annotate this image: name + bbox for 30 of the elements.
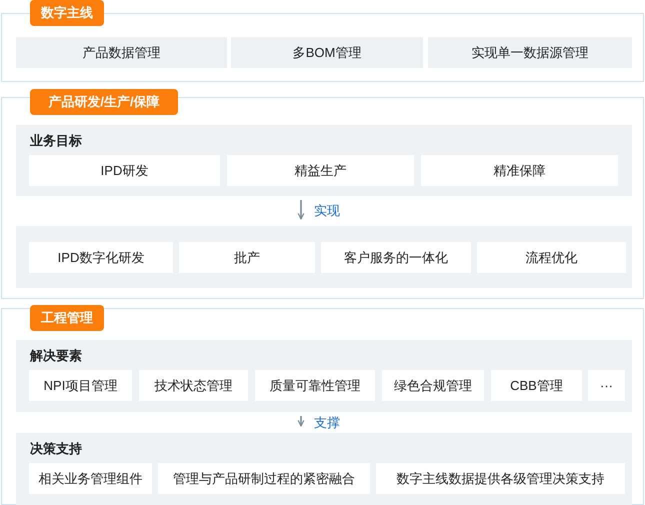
- item-card: 多BOM管理: [231, 37, 423, 68]
- item-card: 管理与产品研制过程的紧密融合: [158, 463, 370, 494]
- edge-label: 支撑: [312, 414, 342, 432]
- item-card: 数字主线数据提供各级管理决策支持: [376, 463, 625, 494]
- item-card: NPI项目管理: [29, 370, 132, 401]
- edge-label: 实现: [312, 202, 342, 220]
- section-tab: 产品研发/生产/保障: [30, 89, 178, 115]
- item-card: CBB管理: [491, 370, 582, 401]
- arrow: [298, 200, 304, 220]
- arrow: [298, 416, 304, 427]
- item-card: 绿色合规管理: [382, 370, 484, 401]
- item-card: 流程优化: [477, 242, 626, 273]
- item-card: 精准保障: [421, 155, 618, 186]
- item-card: 实现单一数据源管理: [428, 37, 632, 68]
- item-card: 精益生产: [227, 155, 414, 186]
- item-card: 相关业务管理组件: [29, 463, 152, 494]
- panel-heading: 决策支持: [30, 440, 82, 458]
- item-card: IPD研发: [29, 155, 220, 186]
- item-card: 客户服务的一体化: [321, 242, 471, 273]
- section-tab: 工程管理: [30, 305, 104, 331]
- item-card: 批产: [179, 242, 315, 273]
- item-card: 质量可靠性管理: [255, 370, 375, 401]
- panel: [16, 433, 632, 505]
- panel-heading: 解决要素: [30, 347, 82, 365]
- item-card: ···: [588, 370, 625, 401]
- item-card: IPD数字化研发: [29, 242, 173, 273]
- section-tab: 数字主线: [30, 0, 104, 26]
- item-card: 产品数据管理: [16, 37, 227, 68]
- panel-heading: 业务目标: [30, 132, 82, 150]
- item-card: 技术状态管理: [139, 370, 248, 401]
